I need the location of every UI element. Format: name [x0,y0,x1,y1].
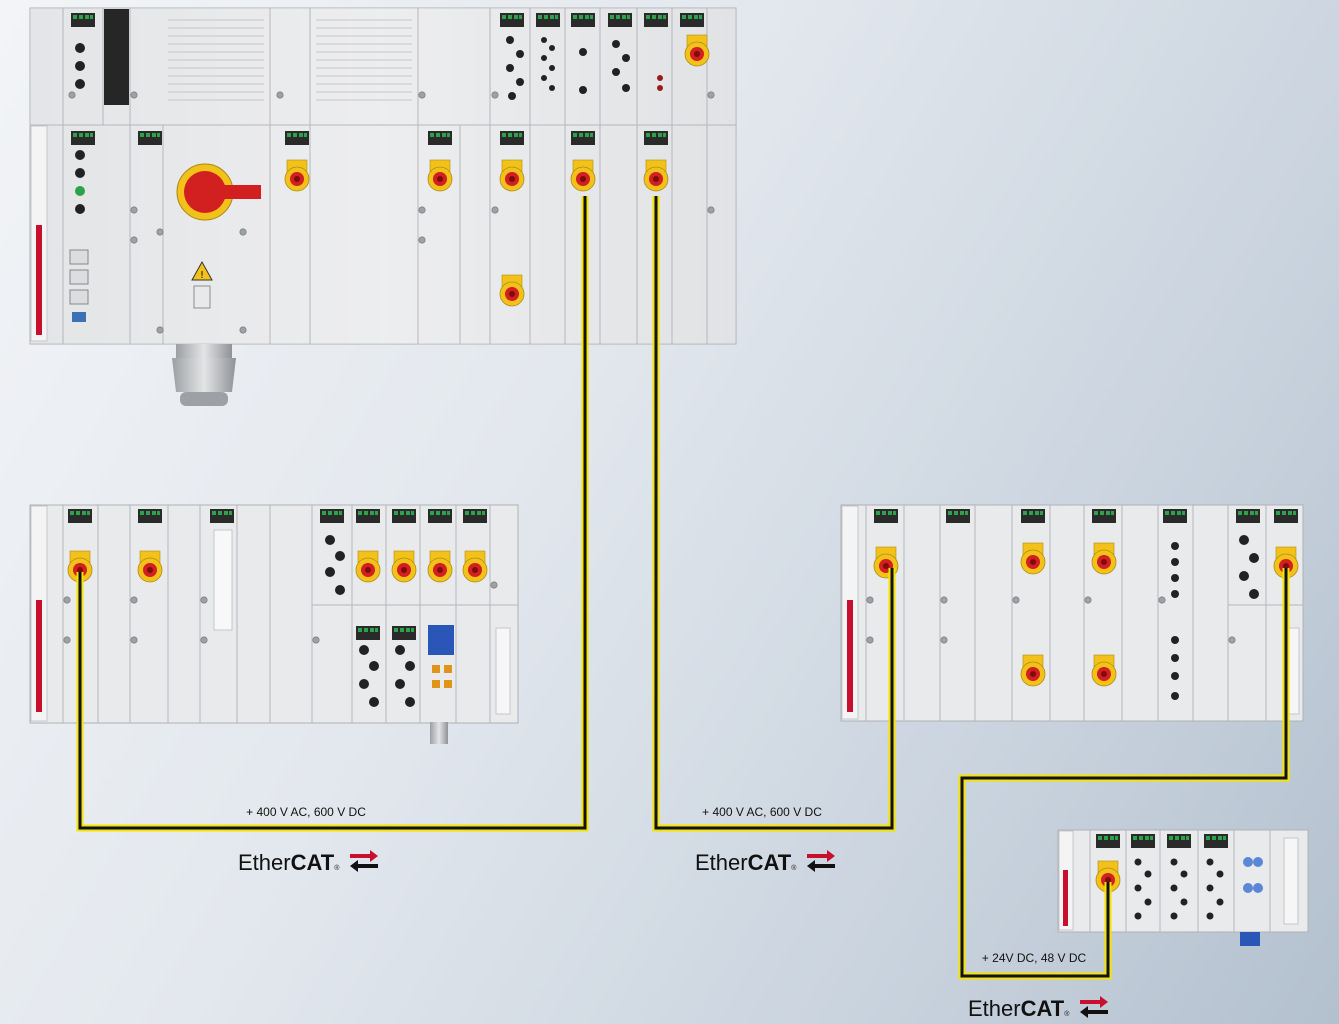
ethercat-logo-1: EtherCAT® [238,850,378,875]
main-switch-icon [176,163,261,221]
right-drive-unit [840,504,1304,722]
ethercat-arrows-icon [1080,996,1108,1018]
svg-text:EtherCAT®: EtherCAT® [968,996,1070,1021]
cables [76,196,1290,980]
svg-text:EtherCAT®: EtherCAT® [238,850,340,875]
left-drive-unit [29,504,519,744]
logo-cat-text: CAT [748,850,792,875]
logo-cat-text: CAT [1021,996,1065,1021]
connection-label-1: + 400 V AC, 600 V DC [246,805,366,819]
ethercat-arrows-icon [350,850,378,872]
svg-text:EtherCAT®: EtherCAT® [695,850,797,875]
logo-reg-mark: ® [1064,1010,1070,1018]
logo-ether-text: Ether [238,850,291,875]
cable-gland [172,344,236,406]
ethercat-logo-2: EtherCAT® [695,850,835,875]
cable-1 [76,196,589,832]
io-unit [1057,829,1309,946]
connection-label-3: + 24V DC, 48 V DC [982,951,1087,965]
warning-icon: ! [191,260,213,309]
ethercat-arrows-icon [807,850,835,872]
logo-ether-text: Ether [968,996,1021,1021]
logo-reg-mark: ® [334,864,340,872]
connection-label-2: + 400 V AC, 600 V DC [702,805,822,819]
logo-cat-text: CAT [291,850,335,875]
svg-text:!: ! [200,270,204,281]
ethercat-logo-3: EtherCAT® [968,996,1108,1021]
main-power-unit: ! [29,7,737,406]
cable-2 [652,196,896,832]
logo-ether-text: Ether [695,850,748,875]
cable-3 [958,568,1290,980]
logo-reg-mark: ® [791,864,797,872]
